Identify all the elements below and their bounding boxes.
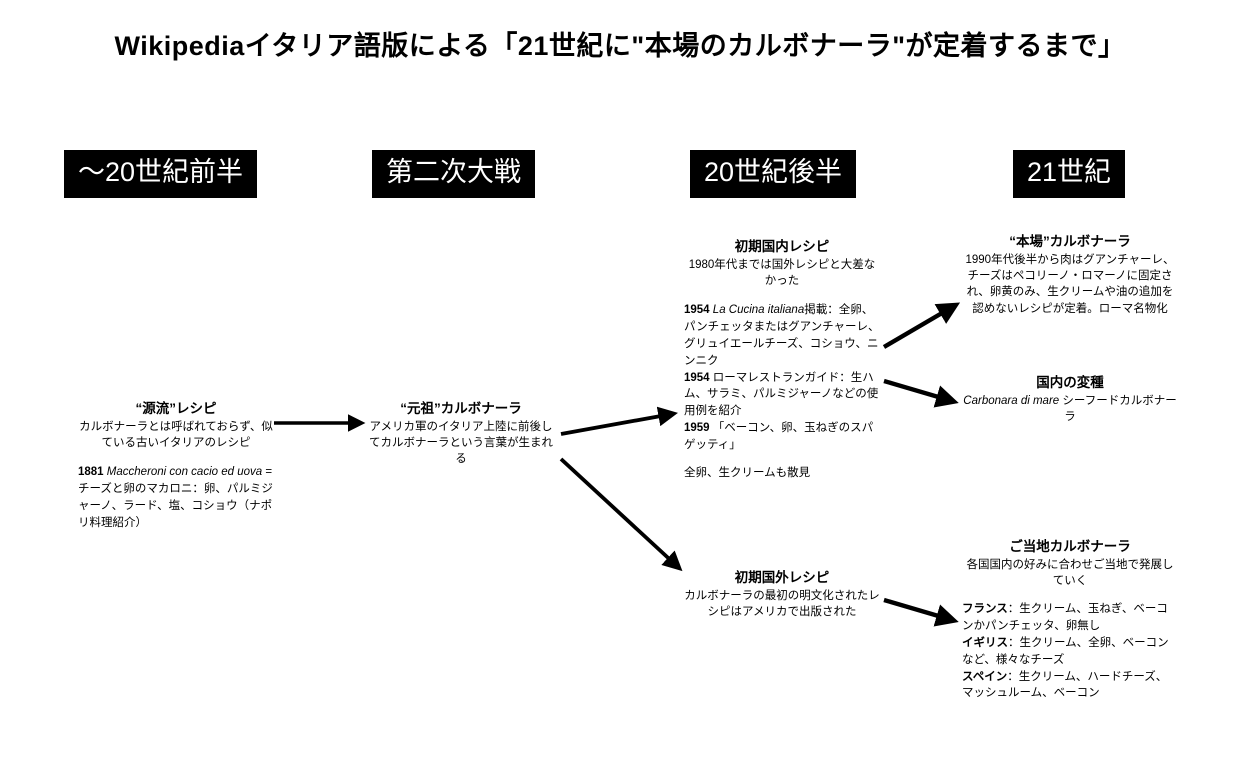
node-origin-body: 1881 Maccheroni con cacio ed uova =チーズと卵… (78, 464, 274, 531)
node-domestic-heading: 初期国内レシピ (734, 239, 830, 254)
arrow-domestic-to-variant (883, 378, 959, 408)
arrow-ganso-to-foreign (559, 457, 683, 572)
local-country-name: イギリス (962, 637, 1008, 650)
era-header-21st-century: 21世紀 (1013, 150, 1126, 198)
domestic-e1-text: 掲載：全卵、パンチェッタまたはグアンチャーレ、グリュイエールチーズ、コショウ、ニ… (684, 304, 880, 367)
domestic-note: 全卵、生クリームも散見 (684, 466, 811, 479)
local-country-text: ：生クリーム、玉ねぎ、ベーコンかパンチェッタ、卵無し (962, 603, 1168, 633)
local-country-france: フランス：生クリーム、玉ねぎ、ベーコンかパンチェッタ、卵無し (962, 601, 1178, 635)
node-ganso-heading: “元祖”カルボナーラ (400, 401, 522, 416)
local-country-name: フランス (962, 603, 1008, 616)
node-local-carbonara: ご当地カルボナーラ 各国国内の好みに合わせご当地で発展していく フランス：生クリ… (962, 538, 1178, 702)
origin-entry-text: =チーズと卵のマカロニ：卵、パルミジャーノ、ラード、塩、コショウ（ナポリ料理紹介… (78, 466, 273, 529)
node-early-foreign-recipe: 初期国外レシピ カルボナーラの最初の明文化されたレシピはアメリカで出版された (684, 569, 880, 620)
node-authentic-subtitle: 1990年代後半から肉はグアンチャーレ、チーズはペコリーノ・ロマーノに固定され、… (965, 253, 1175, 315)
local-country-text: ：生クリーム、全卵、ベーコンなど、様々なチーズ (962, 637, 1169, 666)
node-authentic-heading: “本場”カルボナーラ (1009, 234, 1131, 249)
node-domestic-variant: 国内の変種 Carbonara di mare シーフードカルボナーラ (962, 374, 1178, 425)
domestic-e2-year: 1954 (684, 371, 710, 384)
origin-entry-year: 1881 (78, 466, 104, 479)
node-foreign-heading: 初期国外レシピ (734, 570, 830, 585)
node-authentic-carbonara: “本場”カルボナーラ 1990年代後半から肉はグアンチャーレ、チーズはペコリーノ… (962, 233, 1178, 317)
domestic-e3-text: 「ベーコン、卵、玉ねぎのスパゲッティ」 (684, 421, 874, 451)
era-header-early-20th-century: 〜20世紀前半 (64, 150, 258, 198)
local-country-name: スペイン (962, 670, 1008, 683)
page-title: Wikipediaイタリア語版による「21世紀に"本場のカルボナーラ"が定着する… (114, 31, 1126, 61)
domestic-entry-1954-cucina: 1954 La Cucina italiana掲載：全卵、パンチェッタまたはグア… (684, 302, 880, 369)
node-local-subtitle: 各国国内の好みに合わせご当地で発展していく (966, 558, 1174, 588)
node-ganso-carbonara: “元祖”カルボナーラ アメリカ軍のイタリア上陸に前後してカルボナーラという言葉が… (368, 400, 554, 468)
domestic-e2-text: ローマレストランガイド：生ハム、サラミ、パルミジャーノなどの使用例を紹介 (684, 371, 879, 418)
node-local-body: フランス：生クリーム、玉ねぎ、ベーコンかパンチェッタ、卵無し イギリス：生クリー… (962, 601, 1178, 702)
local-country-uk: イギリス：生クリーム、全卵、ベーコンなど、様々なチーズ (962, 635, 1178, 669)
arrow-ganso-to-domestic (560, 406, 678, 436)
era-header-world-war-two: 第二次大戦 (372, 150, 535, 198)
domestic-entry-1959: 1959 「ベーコン、卵、玉ねぎのスパゲッティ」 (684, 420, 880, 454)
variant-italic-title: Carbonara di mare (963, 394, 1060, 407)
domestic-e3-year: 1959 (684, 421, 710, 434)
node-local-heading: ご当地カルボナーラ (1009, 539, 1131, 554)
node-domestic-body: 1954 La Cucina italiana掲載：全卵、パンチェッタまたはグア… (684, 302, 880, 481)
node-variant-subtitle: Carbonara di mare シーフードカルボナーラ (962, 393, 1178, 426)
local-country-spain: スペイン：生クリーム、ハードチーズ、マッシュルーム、ベーコン (962, 669, 1178, 703)
domestic-e1-year: 1954 (684, 304, 710, 317)
node-origin-heading: “源流”レシピ (135, 401, 217, 416)
domestic-entry-1954-guide: 1954 ローマレストランガイド：生ハム、サラミ、パルミジャーノなどの使用例を紹… (684, 370, 880, 420)
variant-sub-tail: シーフードカルボナーラ (1059, 394, 1177, 424)
arrow-domestic-to-authentic (882, 302, 961, 349)
node-foreign-subtitle: カルボナーラの最初の明文化されたレシピはアメリカで出版された (684, 589, 880, 619)
node-domestic-subtitle: 1980年代までは国外レシピと大差なかった (688, 258, 876, 288)
node-origin-subtitle: カルボナーラとは呼ばれておらず、似ている古いイタリアのレシピ (79, 420, 273, 450)
node-early-domestic-recipe: 初期国内レシピ 1980年代までは国外レシピと大差なかった 1954 La Cu… (684, 238, 880, 481)
origin-entry-italic-title: Maccheroni con cacio ed uova (106, 466, 263, 479)
era-header-late-20th-century: 20世紀後半 (690, 150, 857, 198)
node-variant-heading: 国内の変種 (1036, 375, 1104, 390)
domestic-body-spacer (684, 454, 880, 465)
local-country-text: ：生クリーム、ハードチーズ、マッシュルーム、ベーコン (962, 670, 1168, 700)
arrow-foreign-to-local (883, 597, 959, 627)
node-ganso-subtitle: アメリカ軍のイタリア上陸に前後してカルボナーラという言葉が生まれる (369, 420, 553, 466)
origin-entry-1881: 1881 Maccheroni con cacio ed uova =チーズと卵… (78, 464, 274, 531)
node-origin-recipe: “源流”レシピ カルボナーラとは呼ばれておらず、似ている古いイタリアのレシピ 1… (78, 400, 274, 532)
domestic-e1-italic-title: La Cucina italiana (712, 304, 805, 317)
